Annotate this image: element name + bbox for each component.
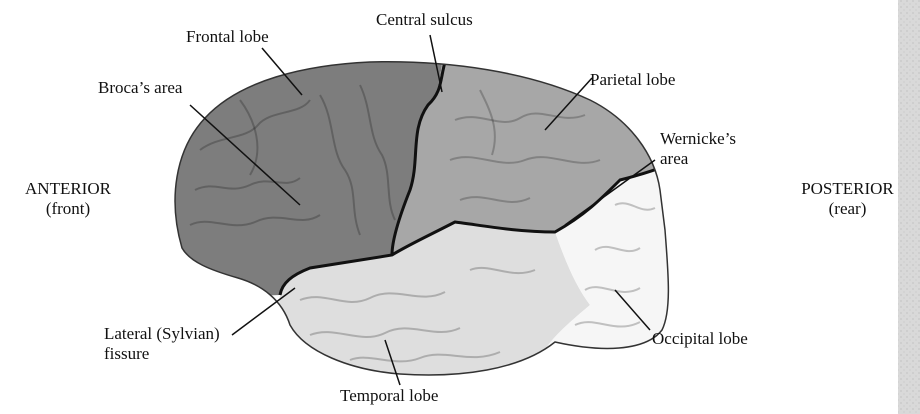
label-frontal-lobe: Frontal lobe <box>186 27 269 47</box>
label-anterior-line1: ANTERIOR <box>8 179 128 199</box>
label-brocas-area: Broca’s area <box>98 78 182 98</box>
label-central-sulcus: Central sulcus <box>376 10 473 30</box>
label-wernickes-area-line1: Wernicke’s <box>660 129 736 149</box>
label-anterior: ANTERIOR (front) <box>8 179 128 219</box>
label-anterior-line2: (front) <box>8 199 128 219</box>
label-wernickes-area-line2: area <box>660 149 736 169</box>
label-posterior-line1: POSTERIOR <box>785 179 910 199</box>
label-lateral-fissure: Lateral (Sylvian) fissure <box>104 324 220 364</box>
label-lateral-fissure-line1: Lateral (Sylvian) <box>104 324 220 344</box>
label-posterior: POSTERIOR (rear) <box>785 179 910 219</box>
label-temporal-lobe: Temporal lobe <box>340 386 438 406</box>
label-occipital-lobe: Occipital lobe <box>652 329 748 349</box>
label-wernickes-area: Wernicke’s area <box>660 129 736 169</box>
label-lateral-fissure-line2: fissure <box>104 344 220 364</box>
label-parietal-lobe: Parietal lobe <box>590 70 675 90</box>
label-posterior-line2: (rear) <box>785 199 910 219</box>
